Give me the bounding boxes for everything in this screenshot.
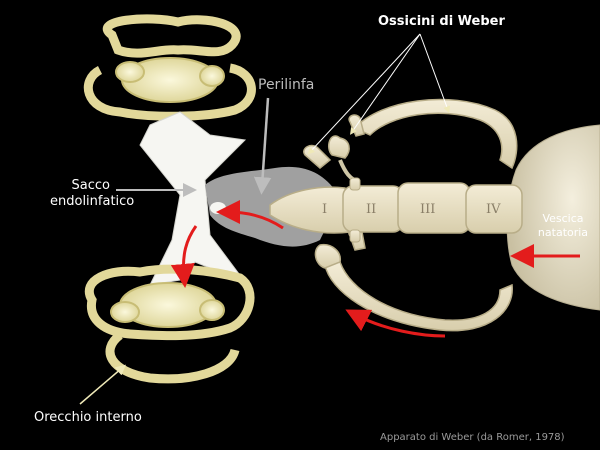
- vertebra-label-2: II: [366, 202, 377, 217]
- vertebral-column: [269, 177, 523, 243]
- label-orecchio-interno: Orecchio interno: [34, 410, 142, 425]
- pointer-ossicini-1: [307, 33, 421, 155]
- arrow-to-inner-ear: [170, 225, 198, 288]
- vertebra-label-3: III: [420, 202, 436, 217]
- arrow-perilymph: [216, 200, 284, 230]
- weber-ossicles-upper: [303, 98, 518, 184]
- figure-credit: Apparato di Weber (da Romer, 1978): [380, 432, 565, 443]
- label-sacco-endolinfatico: Sacco endolinfatico: [50, 178, 135, 209]
- arrow-lower-ossicle: [345, 309, 446, 338]
- vertebra-label-4: IV: [486, 202, 501, 217]
- pointer-ossicini-3: [419, 33, 451, 114]
- label-perilinfa: Perilinfa: [258, 77, 315, 93]
- label-ossicini-di-weber: Ossicini di Weber: [378, 14, 505, 29]
- lower-inner-ear: [85, 264, 255, 384]
- vertebra-label-1: I: [322, 202, 328, 217]
- upper-inner-ear: [83, 14, 256, 121]
- label-vescica-natatoria: Vescica natatoria: [537, 212, 589, 239]
- weber-ossicles-lower: [314, 226, 513, 332]
- pointer-ossicini-2: [350, 33, 421, 135]
- pointer-orecchio: [79, 364, 126, 405]
- pointer-perilinfa: [253, 97, 272, 195]
